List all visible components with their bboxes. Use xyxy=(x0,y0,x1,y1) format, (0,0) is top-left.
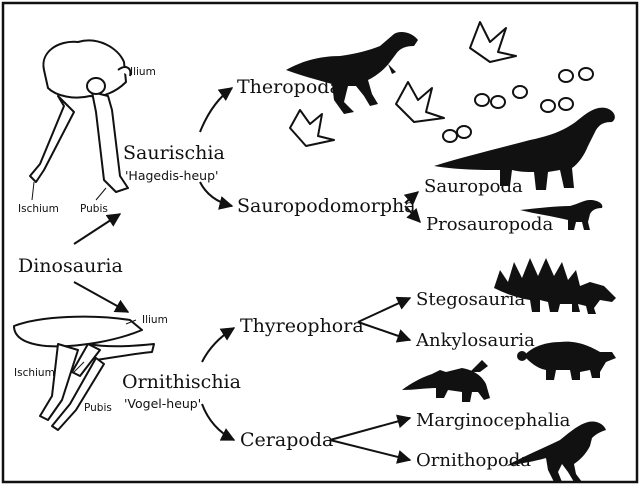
sauropodomorpha-label: Sauropodomorpha xyxy=(237,195,416,217)
ornithischia-ischium-label: Ischium xyxy=(14,367,55,379)
ornithopoda-label: Ornithopoda xyxy=(416,450,531,471)
ornithischia-pubis-label: Pubis xyxy=(84,402,112,414)
saurischia-pubis-label: Pubis xyxy=(80,203,108,215)
ornithischia-label: Ornithischia xyxy=(122,371,241,393)
ankylosauria-label: Ankylosauria xyxy=(415,330,535,351)
prosauropoda-label: Prosauropoda xyxy=(426,214,553,235)
ornithischia-ilium-label: Ilium xyxy=(142,314,168,326)
saurischia-ischium-label: Ischium xyxy=(18,203,59,215)
cerapoda-label: Cerapoda xyxy=(240,429,333,451)
ornithischia-common-name: 'Vogel-heup' xyxy=(124,396,201,411)
dinosauria-label: Dinosauria xyxy=(18,255,123,277)
saurischia-common-name: 'Hagedis-heup' xyxy=(125,168,218,183)
saurischia-label: Saurischia xyxy=(123,142,225,164)
marginocephalia-label: Marginocephalia xyxy=(416,410,571,431)
thyreophora-label: Thyreophora xyxy=(240,315,364,337)
saurischia-ilium-label: Ilium xyxy=(130,66,156,78)
